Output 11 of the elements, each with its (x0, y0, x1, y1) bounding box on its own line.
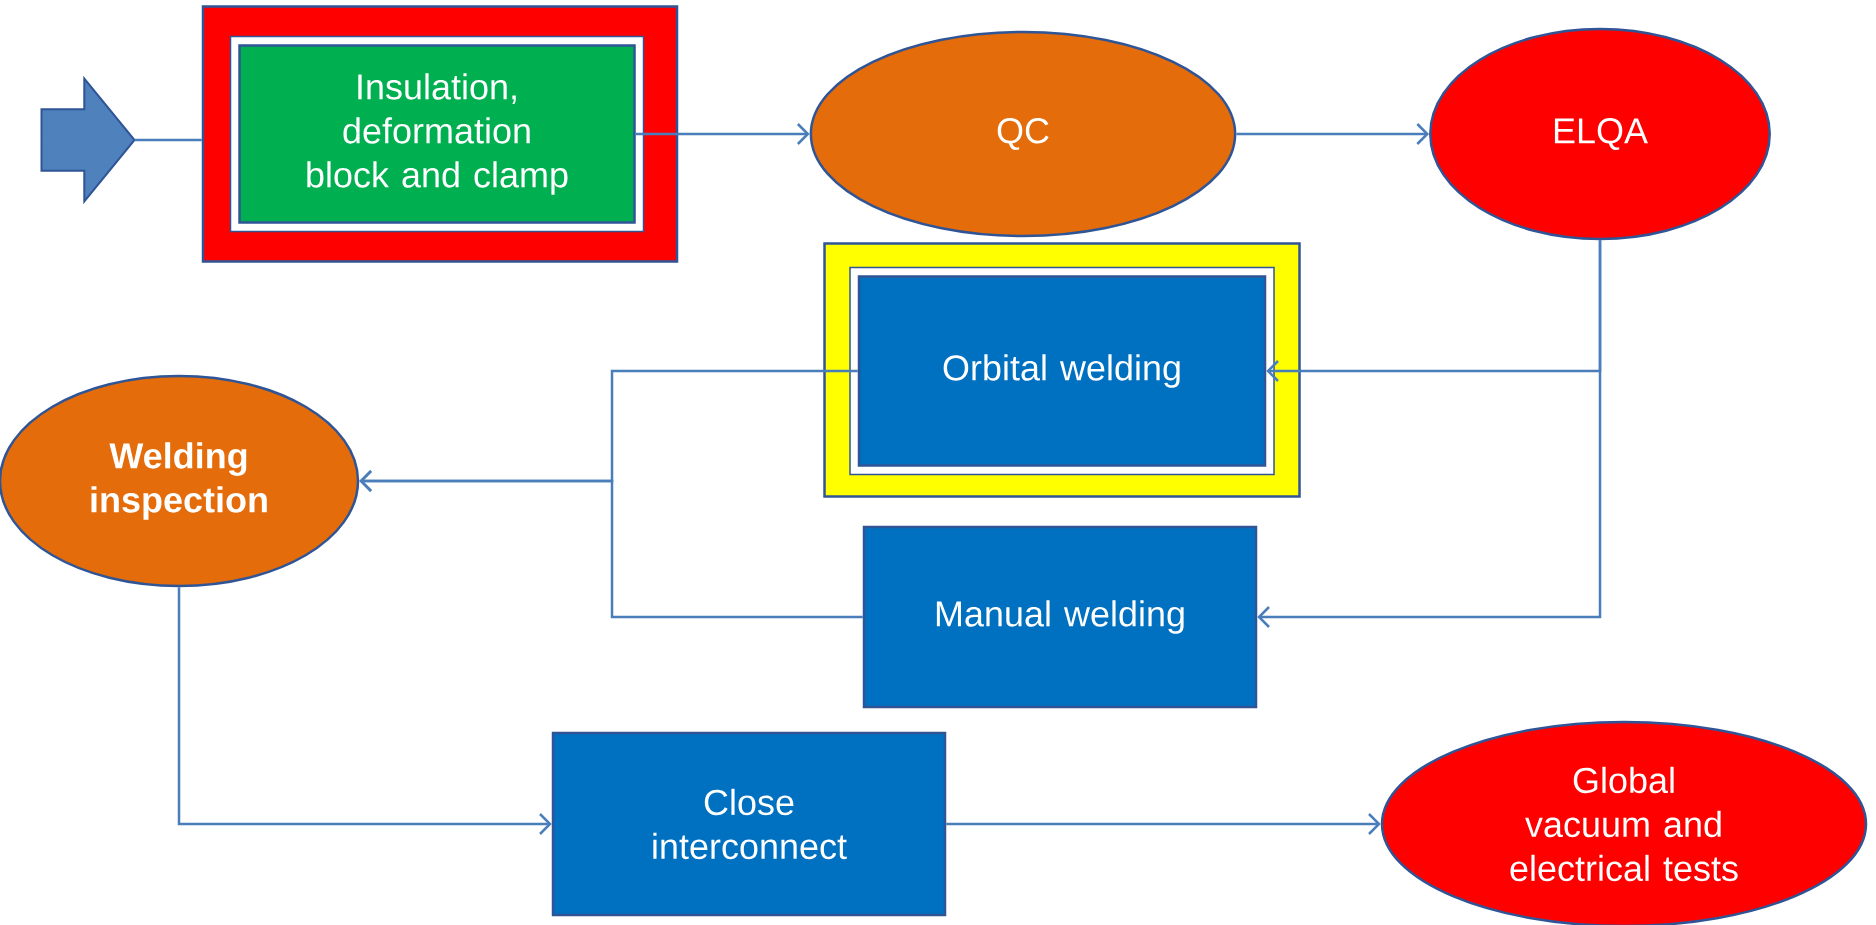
process-box: Orbital welding (849, 266, 1275, 476)
arrow (177, 587, 552, 835)
block-arrow (40, 75, 136, 205)
arrow (635, 123, 810, 145)
process-box: Manual welding (862, 525, 1258, 709)
arrow (1257, 240, 1602, 628)
arrow (1236, 123, 1430, 145)
process-box: Close interconnect (551, 731, 947, 917)
arrow (359, 470, 863, 619)
process-box: Insulation, deformation block and clamp (229, 35, 645, 233)
arrow (946, 813, 1381, 835)
